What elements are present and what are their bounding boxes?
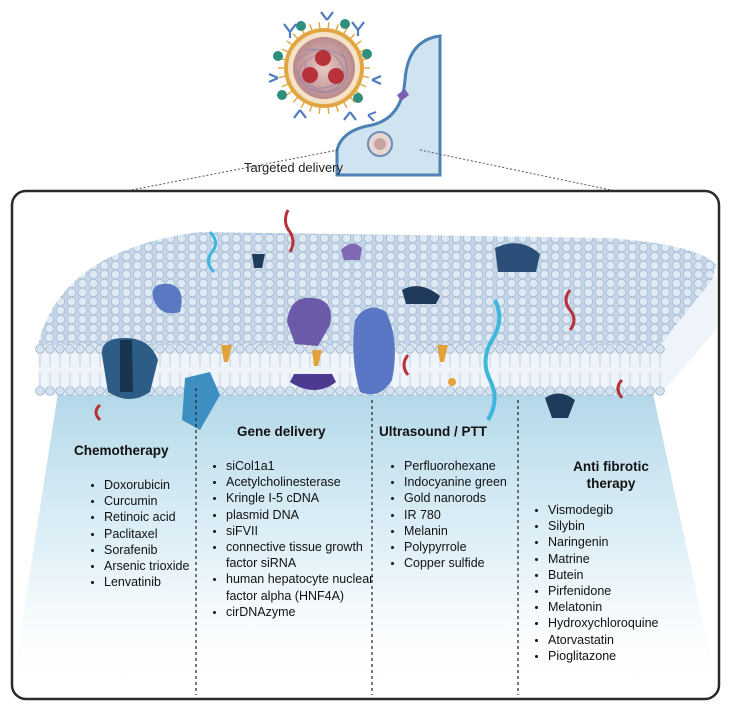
list-item: Copper sulfide: [404, 555, 532, 571]
membrane-proteins: [101, 243, 575, 430]
dna-strands: [94, 209, 624, 422]
targeted-delivery-caption: Targeted delivery: [244, 160, 343, 175]
list-item: Perfluorohexane: [404, 458, 532, 474]
list-item: Butein: [548, 567, 723, 583]
list-item: Kringle I-5 cDNA: [226, 490, 391, 506]
anti-fibrotic-title-line-2: therapy: [586, 476, 636, 491]
list-item: Melanin: [404, 523, 532, 539]
list-item: Lenvatinib: [104, 574, 204, 590]
list-item: Sorafenib: [104, 542, 204, 558]
chemotherapy-list: DoxorubicinCurcuminRetinoic acidPaclitax…: [88, 477, 204, 590]
list-item: plasmid DNA: [226, 507, 391, 523]
lipid-bilayer: [38, 275, 716, 395]
list-item: Pioglitazone: [548, 648, 723, 664]
list-item: human hepatocyte nuclear factor alpha (H…: [226, 571, 391, 603]
list-item: siCol1a1: [226, 458, 391, 474]
list-item: Pirfenidone: [548, 583, 723, 599]
list-item: Curcumin: [104, 493, 204, 509]
list-item: Retinoic acid: [104, 509, 204, 525]
membrane-panel: [10, 189, 721, 701]
column-separators: [195, 388, 519, 695]
list-item: Polypyrrole: [404, 539, 532, 555]
list-item: Matrine: [548, 551, 723, 567]
list-item: Hydroxychloroquine: [548, 615, 723, 631]
list-item: Silybin: [548, 518, 723, 534]
list-item: Paclitaxel: [104, 526, 204, 542]
top-illustration: [268, 11, 442, 177]
chemotherapy-title: Chemotherapy: [74, 443, 169, 458]
list-item: cirDNAzyme: [226, 604, 391, 620]
surface-ligands: [268, 11, 409, 122]
anti-fibrotic-title-line-1: Anti fibrotic: [573, 459, 649, 474]
list-item: siFVII: [226, 523, 391, 539]
anti-fibrotic-title: Anti fibrotic therapy: [546, 458, 676, 492]
list-item: Atorvastatin: [548, 632, 723, 648]
gene-delivery-title: Gene delivery: [237, 424, 326, 439]
list-item: IR 780: [404, 507, 532, 523]
list-item: Gold nanorods: [404, 490, 532, 506]
list-item: Vismodegib: [548, 502, 723, 518]
nanoparticle: [278, 22, 370, 114]
list-item: connective tissue growth factor siRNA: [226, 539, 391, 571]
ultrasound-ptt-list: PerfluorohexaneIndocyanine greenGold nan…: [388, 458, 532, 571]
cell-membrane-outline: [335, 34, 442, 177]
list-item: Acetylcholinesterase: [226, 474, 391, 490]
list-item: Naringenin: [548, 534, 723, 550]
ultrasound-ptt-title: Ultrasound / PTT: [379, 424, 487, 439]
anti-fibrotic-list: VismodegibSilybinNaringeninMatrineButein…: [532, 502, 723, 664]
list-item: Arsenic trioxide: [104, 558, 204, 574]
gene-delivery-list: siCol1a1AcetylcholinesteraseKringle I-5 …: [210, 458, 391, 620]
list-item: Doxorubicin: [104, 477, 204, 493]
list-item: Melatonin: [548, 599, 723, 615]
connector-lines: [27, 149, 707, 211]
list-item: Indocyanine green: [404, 474, 532, 490]
